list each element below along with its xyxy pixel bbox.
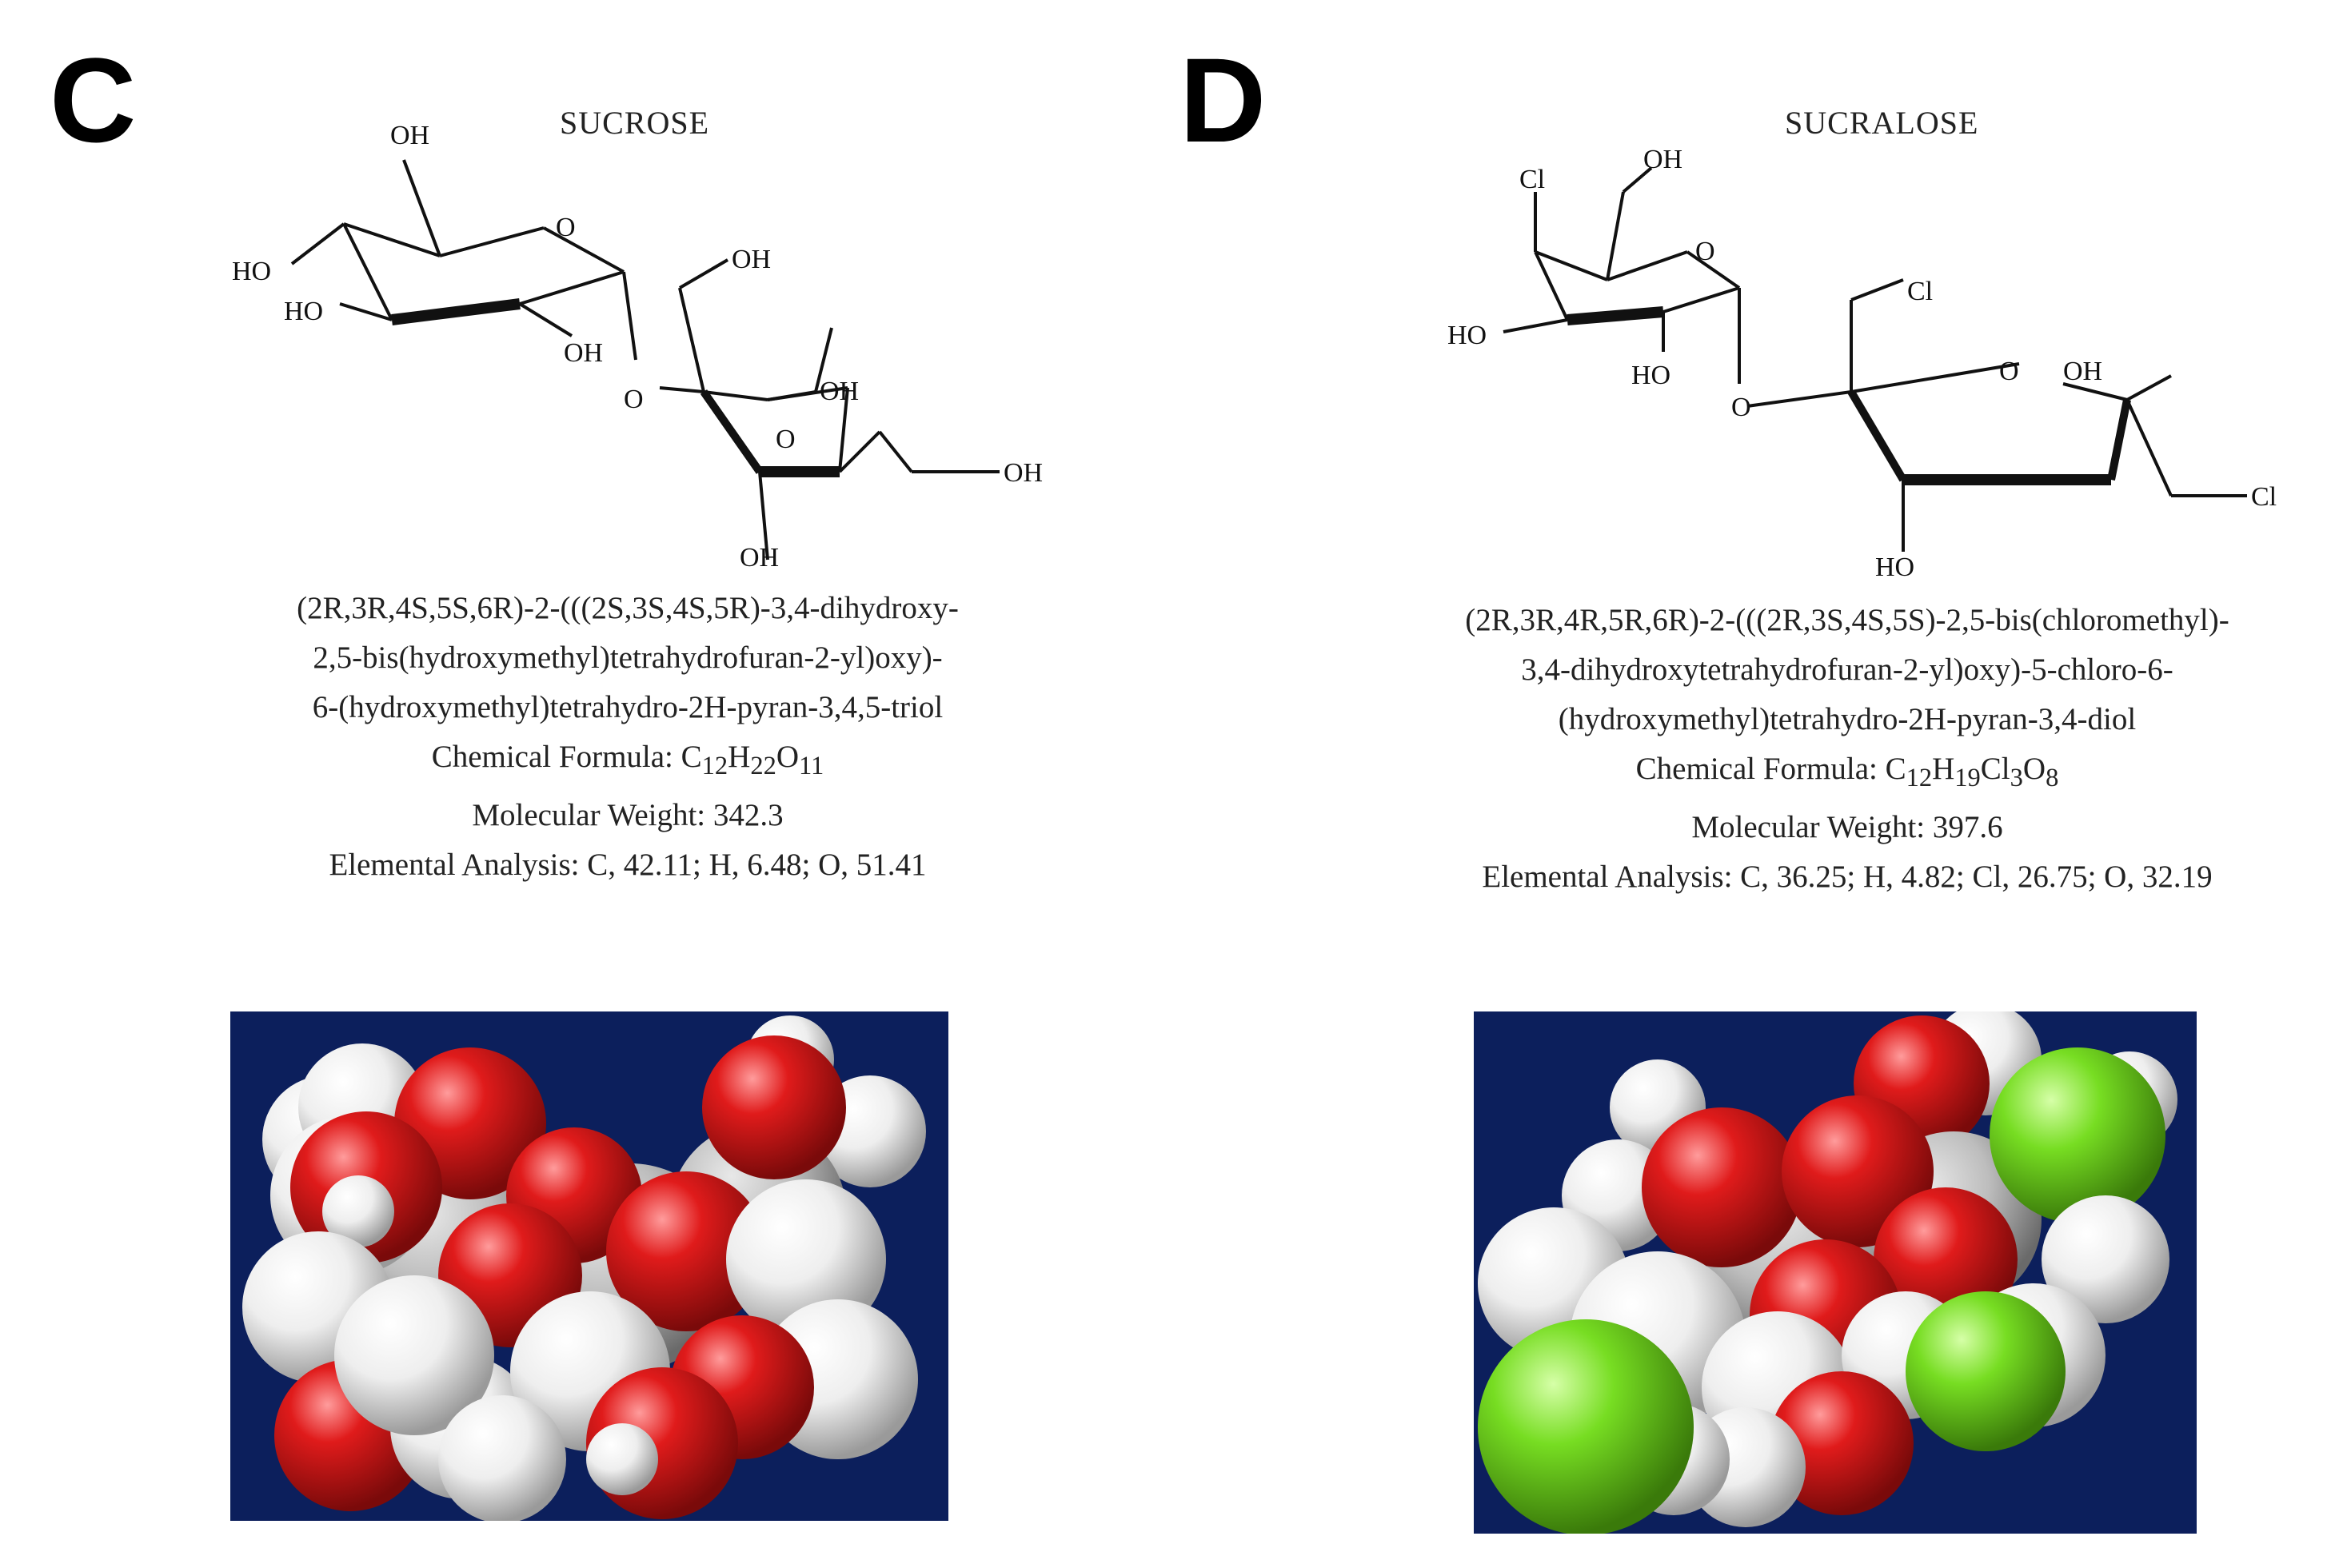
label-oh-furanose: OH [820, 377, 859, 406]
label-ho-1: HO [232, 257, 271, 286]
sucralose-model-atoms [1478, 1011, 2177, 1534]
sucralose-elemental-analysis: Elemental Analysis: C, 36.25; H, 4.82; C… [1482, 859, 2213, 894]
panel-letter-d: D [1179, 33, 1267, 167]
sucralose-structure-diagram: Cl OH O HO HO O Cl O OH Cl HO [1447, 145, 2277, 582]
label-ho-2: HO [1631, 361, 1670, 390]
label-ho-2: HO [284, 297, 323, 326]
label-oh-ch2: OH [732, 245, 771, 274]
sucralose-space-filling-model [1474, 1011, 2197, 1534]
label-o-link: O [1731, 393, 1751, 422]
sucralose-info: (2R,3R,4R,5R,6R)-2-(((2R,3S,4S,5S)-2,5-b… [1379, 596, 2315, 902]
label-o-ring: O [1695, 237, 1715, 266]
label-cl-right: Cl [2251, 482, 2277, 512]
label-oh-furanose: OH [2063, 357, 2102, 386]
sucralose-iupac-line-2: 3,4-dihydroxytetrahydrofuran-2-yl)oxy)-5… [1521, 652, 2173, 687]
molecule-name-sucrose: SUCROSE [560, 105, 710, 141]
label-oh-right: OH [1004, 458, 1043, 488]
sucrose-iupac-line-2: 2,5-bis(hydroxymethyl)tetrahydrofuran-2-… [313, 640, 943, 675]
label-ho-bottom: HO [1875, 553, 1914, 582]
sucralose-iupac-line-3: (hydroxymethyl)tetrahydro-2H-pyran-3,4-d… [1558, 702, 2137, 736]
molecule-name-sucralose: SUCRALOSE [1785, 105, 1979, 141]
sucralose-molecular-weight: Molecular Weight: 397.6 [1691, 809, 2003, 844]
label-o-furanose: O [776, 425, 796, 454]
label-oh-top: OH [390, 121, 429, 150]
sucrose-iupac-line-3: 6-(hydroxymethyl)tetrahydro-2H-pyran-3,4… [312, 690, 944, 724]
sucrose-space-filling-model [230, 1011, 948, 1521]
label-o-furanose: O [1999, 357, 2019, 386]
sucrose-elemental-analysis: Elemental Analysis: C, 42.11; H, 6.48; O… [329, 847, 927, 882]
label-cl-top: Cl [1519, 165, 1545, 194]
label-oh-ring: OH [564, 338, 603, 368]
sucrose-formula: Chemical Formula: C12H22O11 [431, 740, 824, 780]
label-o-link: O [624, 385, 644, 414]
label-cl-ch2: Cl [1907, 277, 1933, 306]
label-ho-1: HO [1447, 321, 1487, 350]
panel-letter-c: C [50, 33, 137, 167]
label-oh-top: OH [1643, 145, 1682, 174]
sucrose-model-atoms [242, 1015, 926, 1521]
label-oh-bottom: OH [740, 543, 779, 573]
sucrose-structure-diagram: OH HO HO OH O O OH OH O OH OH [232, 121, 1043, 573]
label-o-ring: O [556, 213, 576, 242]
sucralose-iupac-line-1: (2R,3R,4R,5R,6R)-2-(((2R,3S,4S,5S)-2,5-b… [1465, 603, 2229, 637]
sucrose-iupac-line-1: (2R,3R,4S,5S,6R)-2-(((2S,3S,4S,5R)-3,4-d… [297, 591, 959, 625]
sucrose-molecular-weight: Molecular Weight: 342.3 [472, 797, 784, 832]
sucralose-formula: Chemical Formula: C12H19Cl3O8 [1635, 752, 2059, 792]
sucrose-info: (2R,3R,4S,5S,6R)-2-(((2S,3S,4S,5R)-3,4-d… [160, 584, 1096, 890]
